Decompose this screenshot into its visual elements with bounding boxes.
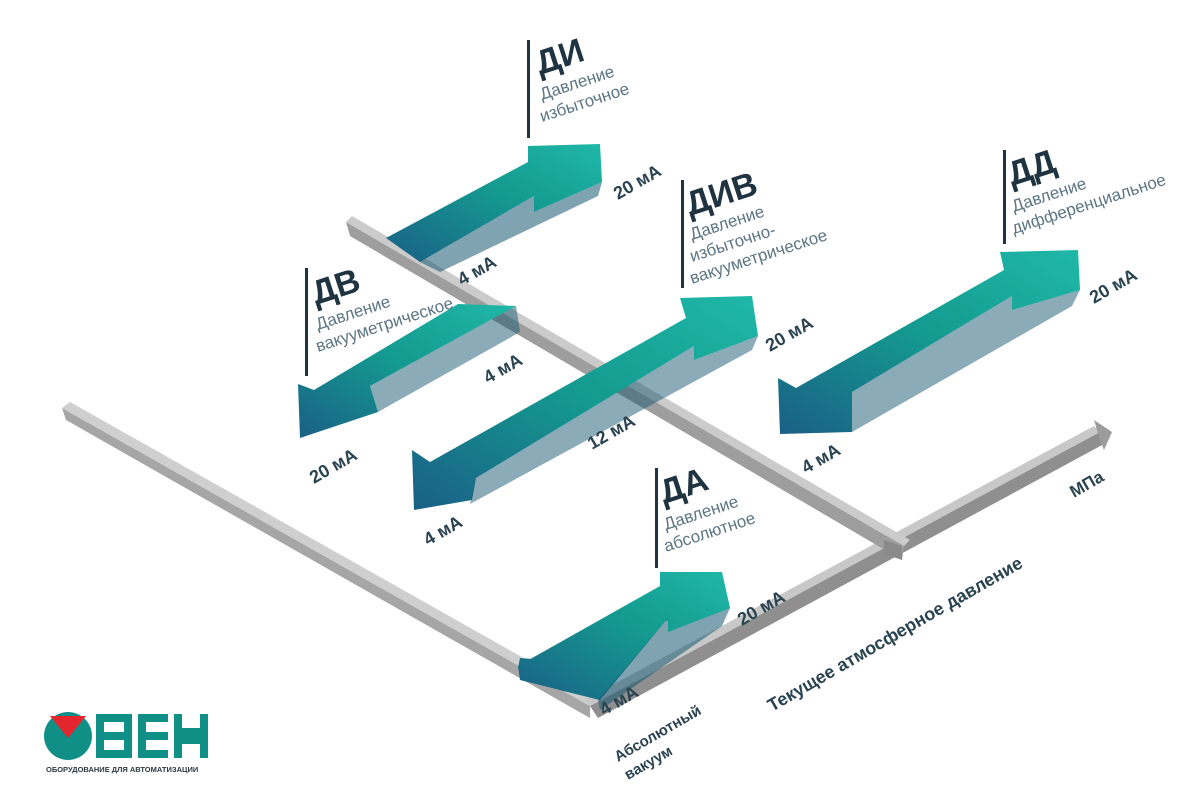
arrow-da bbox=[518, 572, 730, 710]
unit-label: МПа bbox=[1067, 467, 1108, 502]
vacuum-rail bbox=[62, 408, 590, 718]
dv-end-label: 20 мА bbox=[306, 444, 360, 487]
arrow-div bbox=[412, 296, 758, 510]
arrow-dd bbox=[778, 250, 1080, 434]
header-dd: ДД Давление дифференциальное bbox=[1003, 142, 1168, 244]
div-end-label: 20 мА bbox=[762, 312, 816, 355]
oven-logo: ОБОРУДОВАНИЕ ДЛЯ АВТОМАТИЗАЦИИ bbox=[44, 712, 208, 774]
arrow-dv bbox=[298, 304, 520, 438]
div-start-label: 4 мА bbox=[420, 511, 466, 549]
dv-start-label: 4 мА bbox=[480, 349, 526, 387]
pressure-axis-arrowhead bbox=[1094, 420, 1112, 450]
header-div: ДИВ Давление избыточно- вакууметрическое bbox=[681, 165, 830, 288]
dd-end-label: 20 мА bbox=[1086, 264, 1140, 307]
header-di: ДИ Давление избыточное bbox=[527, 31, 632, 138]
dd-start-label: 4 мА bbox=[798, 439, 844, 477]
di-end-label: 20 мА bbox=[610, 160, 664, 203]
arrow-di bbox=[386, 144, 602, 272]
header-da: ДА Давление абсолютное bbox=[655, 460, 758, 568]
pressure-axis-rail bbox=[590, 432, 1104, 718]
atmospheric-pressure-label: Текущее атмосферное давление bbox=[764, 553, 1026, 716]
logo-tagline: ОБОРУДОВАНИЕ ДЛЯ АВТОМАТИЗАЦИИ bbox=[46, 765, 198, 774]
